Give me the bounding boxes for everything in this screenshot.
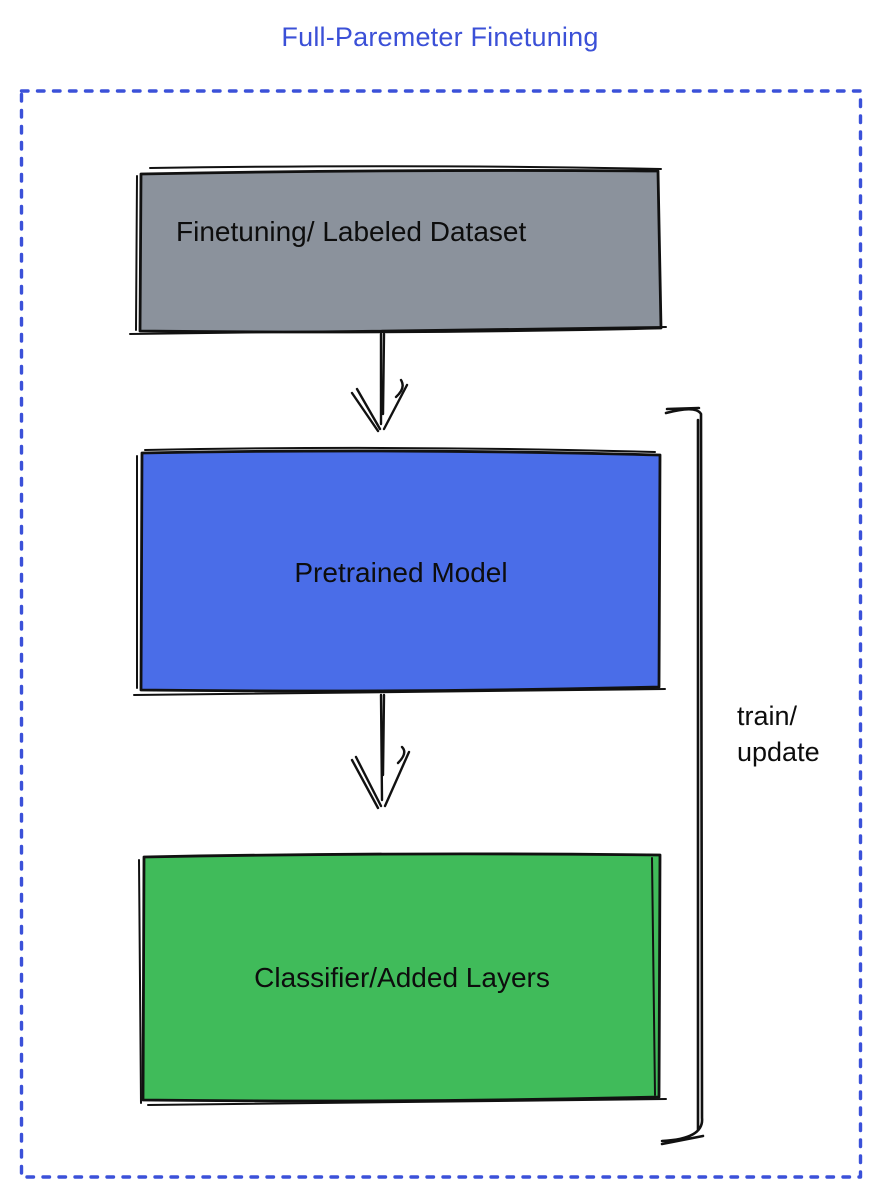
classifier-box-label: Classifier/Added Layers [254,961,550,993]
dashed-container-border [19,89,863,1179]
bracket-label-line1: train/ [737,701,798,731]
dataset-box [138,169,663,334]
classifier-box [141,852,662,1103]
classifier-box-label-wrap: Classifier/Added Layers [142,855,662,1100]
bracket-label-line2: update [737,737,820,767]
pretrained-box [139,449,662,693]
arrow-pretrained-to-classifier [350,693,411,810]
diagram-title: Full-Paremeter Finetuning [281,22,599,52]
pretrained-box-label-wrap: Pretrained Model [140,450,662,690]
dataset-box-sketch-lines [129,165,667,335]
dataset-box-label: Finetuning/ Labeled Dataset [176,216,527,247]
pretrained-box-label: Pretrained Model [294,557,508,588]
bracket-label: train/ update [737,698,820,770]
arrow-dataset-to-pretrained [350,332,409,433]
pretrained-box-sketch-lines [133,446,666,696]
classifier-box-sketch-lines [138,857,667,1106]
train-update-bracket [660,406,705,1146]
